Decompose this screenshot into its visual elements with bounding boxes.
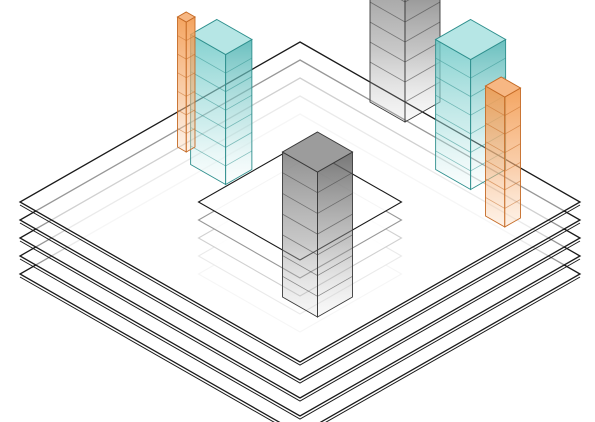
orange-core-left-level-line [177,128,196,134]
gray-core-front-level-line [282,172,353,194]
gray-core-front [281,131,354,318]
orange-core-left-face-top [176,11,197,23]
orange-core-right-face-right [504,87,521,228]
gray-core-back-face-right [404,0,441,123]
gray-core-back-level-line [369,41,441,63]
gray-core-front-level-line [282,234,353,256]
teal-core-left-level-line [190,71,253,93]
orange-core-left-face-left [177,16,187,153]
floor-edge [19,222,581,384]
floor-edge [19,240,581,402]
orange-core-right-level-line [485,178,521,191]
teal-core-left-level-line [190,145,253,167]
orange-core-left-face-right [185,16,196,153]
gray-core-back [369,0,441,123]
orange-core-right-level-line [485,122,521,135]
orange-core-right-level-line [485,104,521,117]
gray-core-front-level-line [282,255,353,277]
teal-core-left-level-line [190,127,253,148]
gray-core-back-face-left [369,0,406,123]
teal-core-right-face-left [435,38,472,191]
orange-core-right-level-line [485,197,521,209]
orange-core-left-level-line [177,35,196,42]
orange-core-right-level-line [485,159,521,172]
floor-edge [19,204,581,366]
gray-core-back-level-line [369,21,441,43]
gray-core-back-level-line [369,81,441,103]
orange-core-left-level-line [177,90,196,97]
teal-core-left-level-line [190,52,253,74]
teal-core-left-face-right [225,38,253,186]
orange-core-right-face-left [485,85,506,228]
teal-core-left-face-left [190,33,227,186]
teal-core-left-face-top [189,18,253,56]
teal-core-left-level-line [190,89,253,111]
teal-core-left [189,18,253,186]
orange-core-right [484,76,522,228]
gray-core-back-level-line [400,0,410,3]
cores [176,0,522,318]
orange-core-left [176,11,197,153]
gray-core-back-level-line [369,61,441,83]
orange-core-right-face-top [484,76,522,98]
gray-core-front-level-line [282,275,353,297]
floor-edge [19,258,581,420]
gray-core-front-level-line [282,193,353,214]
floor-edge [19,276,581,422]
gray-core-front-face-top [281,131,354,173]
orange-core-left-level-line [177,53,196,60]
orange-core-left-level-line [177,109,196,116]
orange-core-left-level-line [177,72,196,79]
gray-core-front-face-right [317,151,353,318]
orange-core-right-level-line [485,141,521,154]
teal-core-right-level-line [435,57,506,79]
gray-core-front-level-line [282,213,353,235]
gray-core-back-level-line [369,1,441,23]
gray-core-front-face-left [282,151,318,318]
teal-core-left-level-line [190,108,253,130]
teal-core-right-face-top [434,18,507,61]
